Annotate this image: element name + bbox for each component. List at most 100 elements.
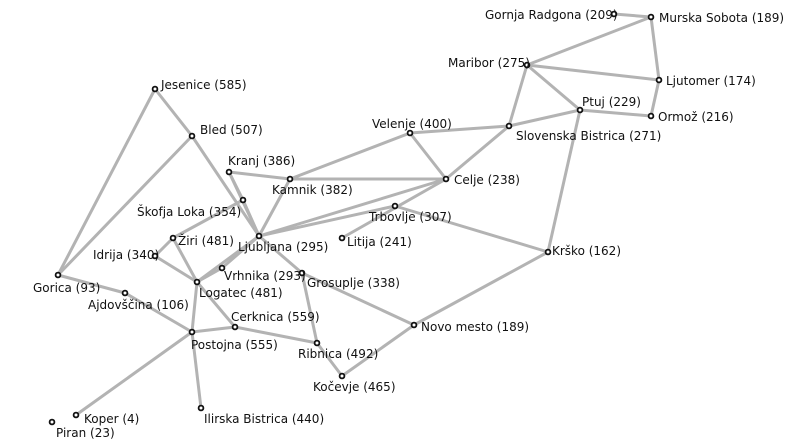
edge-velenje-celje [408, 131, 448, 181]
label-celje: Celje (238) [454, 173, 520, 187]
label-idrija: Idrija (340) [93, 248, 159, 262]
edge-skofja-loka-ziri [171, 198, 245, 240]
label-ljubljana: Ljubljana (295) [238, 240, 328, 254]
edge-ptuj-ormoz [578, 108, 653, 118]
labels-layer: Gornja Radgona (209) Murska Sobota (189) M… [33, 8, 784, 440]
edge-murska-sobota-ljutomer [649, 15, 661, 82]
label-gornja-radgona: Gornja Radgona (209) [485, 8, 618, 22]
node-gorica [54, 271, 62, 279]
label-logatec: Logatec (481) [199, 286, 283, 300]
edge-kocevje-novo-mesto [340, 323, 416, 378]
edge-kranj-skofja-loka [227, 170, 245, 202]
node-jesenice [151, 85, 159, 93]
label-maribor: Maribor (275) [448, 56, 530, 70]
node-logatec [193, 278, 201, 286]
label-postojna: Postojna (555) [191, 338, 278, 352]
label-jesenice: Jesenice (585) [160, 78, 247, 92]
edge-velenje-kamnik [288, 131, 412, 181]
label-krsko: Krško (162) [552, 244, 621, 258]
edge-logatec-postojna [190, 280, 199, 334]
edge-grosuplje-novo-mesto [300, 271, 416, 327]
node-skofja-loka [239, 196, 247, 204]
edge-idrija-logatec [153, 254, 199, 284]
label-ribnica: Ribnica (492) [298, 347, 378, 361]
edge-jesenice-gorica [56, 87, 157, 277]
node-vrhnika [218, 264, 226, 272]
label-trbovlje: Trbovlje (307) [368, 210, 452, 224]
edge-skofja-loka-ljubljana [241, 198, 261, 238]
edge-cerknica-ribnica [233, 325, 319, 345]
edge-celje-ljubljana [257, 177, 448, 238]
node-piran [48, 418, 56, 426]
edge-maribor-ljutomer [525, 63, 661, 82]
node-velenje [406, 129, 414, 137]
label-velenje: Velenje (400) [372, 117, 452, 131]
label-kocevje: Kočevje (465) [313, 380, 396, 394]
edge-murska-sobota-maribor [525, 15, 653, 67]
edge-kranj-kamnik [227, 170, 292, 181]
label-kamnik: Kamnik (382) [272, 183, 353, 197]
edges-layer [56, 12, 661, 417]
node-celje [442, 175, 450, 183]
edge-maribor-slovenska-bistrica [507, 63, 529, 128]
node-cerknica [231, 323, 239, 331]
node-ormoz [647, 112, 655, 120]
label-ilirska-bistrica: Ilirska Bistrica (440) [204, 412, 324, 426]
edge-jesenice-bled [153, 87, 194, 138]
edge-ajdovscina-postojna [123, 291, 194, 334]
edge-vrhnika-logatec [195, 266, 224, 284]
node-litija [338, 234, 346, 242]
label-cerknica: Cerknica (559) [231, 310, 320, 324]
label-grosuplje: Grosuplje (338) [307, 276, 400, 290]
node-gornja-radgona [610, 10, 618, 18]
node-krsko [544, 248, 552, 256]
node-ajdovscina [121, 289, 129, 297]
label-litija: Litija (241) [347, 235, 412, 249]
edge-cerknica-postojna [190, 325, 237, 334]
node-ribnica [313, 339, 321, 347]
edge-ljutomer-ormoz [649, 78, 661, 118]
node-ptuj [576, 106, 584, 114]
label-murska-sobota: Murska Sobota (189) [659, 11, 784, 25]
node-trbovlje [391, 202, 399, 210]
node-ljutomer [655, 76, 663, 84]
edge-ziri-logatec [171, 236, 199, 284]
node-kocevje [338, 372, 346, 380]
label-novo-mesto: Novo mesto (189) [421, 320, 529, 334]
edge-ribnica-kocevje [315, 341, 344, 378]
edge-maribor-ptuj [525, 63, 582, 112]
edge-grosuplje-ribnica [300, 271, 319, 345]
node-postojna [188, 328, 196, 336]
edge-slovenska-bistrica-velenje [408, 124, 511, 135]
edge-trbovlje-ljubljana [257, 204, 397, 238]
node-koper [72, 411, 80, 419]
edge-slovenska-bistrica-celje [444, 124, 511, 181]
edge-ljubljana-grosuplje [257, 234, 304, 275]
edge-gornja-radgona-murska-sobota [612, 12, 653, 19]
edge-postojna-koper [74, 330, 194, 417]
edge-kamnik-ljubljana [257, 177, 292, 238]
edge-postojna-ilirska-bistrica [190, 330, 203, 410]
node-grosuplje [298, 269, 306, 277]
label-piran: Piran (23) [56, 426, 115, 440]
edge-ptuj-slovenska-bistrica [507, 108, 582, 128]
label-ajdovscina: Ajdovščina (106) [88, 298, 189, 312]
label-skofja-loka: Škofja Loka (354) [137, 204, 241, 219]
node-ljubljana [255, 232, 263, 240]
node-idrija [151, 252, 159, 260]
node-maribor [523, 61, 531, 69]
label-gorica: Gorica (93) [33, 281, 100, 295]
edge-logatec-cerknica [195, 280, 237, 329]
label-ptuj: Ptuj (229) [582, 95, 641, 109]
label-vrhnika: Vrhnika (293) [224, 269, 306, 283]
edge-trbovlje-krsko [393, 204, 550, 254]
node-novo-mesto [410, 321, 418, 329]
edge-bled-ljubljana [190, 134, 261, 238]
label-ormoz: Ormož (216) [658, 110, 734, 124]
nodes-layer [48, 10, 663, 426]
label-kranj: Kranj (386) [228, 154, 295, 168]
edge-gorica-ajdovscina [56, 273, 127, 295]
node-ilirska-bistrica [197, 404, 205, 412]
label-ljutomer: Ljutomer (174) [666, 74, 756, 88]
